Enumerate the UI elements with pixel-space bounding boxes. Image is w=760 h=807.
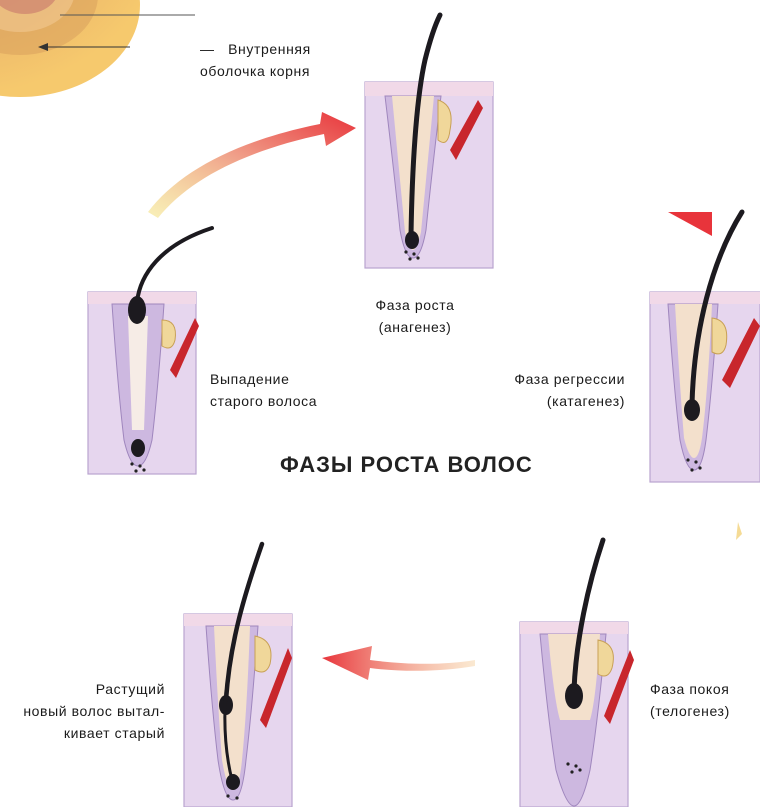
arrow-to-catagen xyxy=(668,212,712,236)
bulb-cross-section xyxy=(0,0,195,97)
label-new-hair: Растущий новый волос вытал- кивает стары… xyxy=(20,678,165,744)
label-telogen: Фаза покоя (телогенез) xyxy=(650,678,730,722)
label-catagen: Фаза регрессии (катагенез) xyxy=(490,368,625,412)
follicle-shedding xyxy=(88,228,212,474)
arrow-faint-catagen-to-telogen xyxy=(736,522,742,540)
arrow-to-anagen xyxy=(148,112,356,218)
arrow-to-new-hair xyxy=(322,646,475,680)
follicle-telogen xyxy=(520,540,634,807)
label-shedding: Выпадение старого волоса xyxy=(210,368,317,412)
follicle-anagen xyxy=(365,15,493,268)
label-inner-root-sheath: — Внутренняя оболочка корня xyxy=(200,38,311,82)
follicle-catagen xyxy=(650,212,760,482)
diagram-title: ФАЗЫ РОСТА ВОЛОС xyxy=(280,452,590,478)
label-anagen: Фаза роста (анагенез) xyxy=(370,294,460,338)
follicle-new-hair xyxy=(184,544,292,807)
